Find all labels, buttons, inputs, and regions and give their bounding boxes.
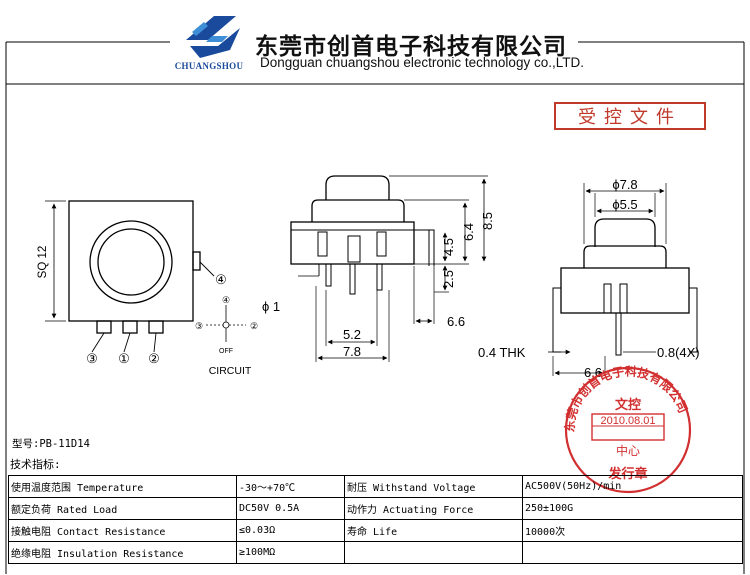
spec-cell: 10000次 <box>522 519 743 542</box>
spec-cell: 使用温度范围 Temperature <box>8 475 237 498</box>
circuit-diagram <box>206 305 246 342</box>
stamp-date: 2010.08.01 <box>600 415 655 427</box>
dim-pitch-5-2: 5.2 <box>343 327 361 342</box>
spec-cell: 寿命 Life <box>344 519 523 542</box>
circuit-title: CIRCUIT <box>209 365 252 377</box>
table-row: 绝缘电阻 Insulation Resistance ≥100MΩ <box>8 541 743 564</box>
spec-cell: 接触电阻 Contact Resistance <box>8 519 237 542</box>
s-swirl-logo-icon <box>186 16 240 58</box>
company-name-cn: 东莞市创首电子科技有限公司 <box>255 33 567 60</box>
spec-cell: 绝缘电阻 Insulation Resistance <box>8 541 237 564</box>
circuit-node-2: ② <box>250 321 258 331</box>
company-logo <box>178 10 248 62</box>
spec-cell <box>522 541 743 564</box>
spec-cell: 耐压 Withstand Voltage <box>344 475 523 498</box>
spec-table: 使用温度范围 Temperature -30～+70℃ 耐压 Withstand… <box>8 475 743 564</box>
dim-width-7-8: 7.8 <box>343 344 361 359</box>
front-view <box>290 175 488 362</box>
model-number: 型号:PB-11D14 <box>12 438 90 450</box>
dim-pin-spacing: 4.5 <box>441 238 456 256</box>
circuit-state: OFF <box>219 348 233 355</box>
table-row: 使用温度范围 Temperature -30～+70℃ 耐压 Withstand… <box>8 475 743 498</box>
pin-label-3: ③ <box>86 351 98 366</box>
spec-cell: AC500V(50Hz)/min <box>522 475 743 498</box>
dia-outer: ϕ7.8 <box>612 177 637 192</box>
side-view <box>548 183 698 376</box>
spec-cell <box>344 541 523 564</box>
logo-text: CHUANGSHOU <box>174 61 244 71</box>
spec-cell: 动作力 Actuating Force <box>344 497 523 520</box>
spec-cell: ≤0.03Ω <box>236 519 345 542</box>
spec-cell: ≥100MΩ <box>236 541 345 564</box>
table-row: 接触电阻 Contact Resistance ≤0.03Ω 寿命 Life 1… <box>8 519 743 542</box>
pin-label-2: ② <box>148 351 160 366</box>
top-view <box>45 200 215 353</box>
sq-dimension: SQ 12 <box>37 246 49 279</box>
circuit-node-3: ③ <box>195 321 203 331</box>
dim-pin-length: 2.5 <box>441 270 456 288</box>
pin-width-label: 0.8(4X) <box>657 345 700 360</box>
company-name-en: Dongguan chuangshou electronic technolog… <box>260 55 584 70</box>
thickness-label: 0.4 THK <box>478 345 526 360</box>
pin-label-4: ④ <box>215 272 227 287</box>
dim-height-total: 8.5 <box>480 212 495 230</box>
spec-cell: 250±100G <box>522 497 743 520</box>
dia-inner: ϕ5.5 <box>612 197 637 212</box>
stamp-top: 文控 <box>615 397 641 412</box>
dim-width-6-6: 6.6 <box>447 314 465 329</box>
spec-cell: 额定负荷 Rated Load <box>8 497 237 520</box>
stamp-mid: 中心 <box>616 443 640 458</box>
dim-height-body: 6.4 <box>461 223 476 241</box>
spec-cell: -30～+70℃ <box>236 475 345 498</box>
spec-heading: 技术指标: <box>10 458 61 471</box>
controlled-document-label: 受控文件 <box>554 102 706 130</box>
spec-cell: DC50V 0.5A <box>236 497 345 520</box>
pin-label-1: ① <box>118 351 130 366</box>
pin-diameter: ϕ 1 <box>262 299 280 314</box>
table-row: 额定负荷 Rated Load DC50V 0.5A 动作力 Actuating… <box>8 497 743 520</box>
circuit-node-4: ④ <box>222 295 230 305</box>
